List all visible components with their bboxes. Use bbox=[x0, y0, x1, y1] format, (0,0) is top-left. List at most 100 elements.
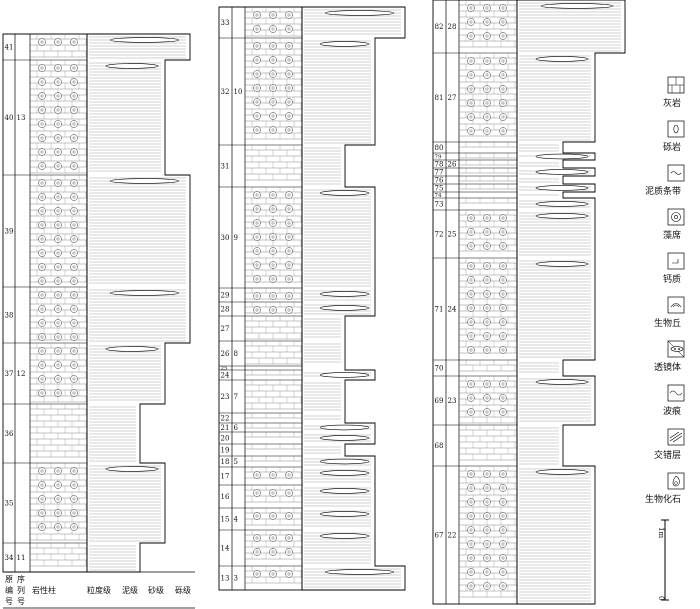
lens-body bbox=[319, 511, 370, 517]
grain-size-bar bbox=[89, 177, 186, 284]
limestone-pattern bbox=[245, 485, 302, 503]
lens-body bbox=[109, 178, 180, 184]
scale-bar: 1m 0 bbox=[657, 519, 669, 601]
limestone-pattern bbox=[459, 376, 517, 424]
lens-body bbox=[324, 569, 395, 575]
bed-sequence-number: 4 bbox=[234, 515, 239, 523]
bed-original-number: 29 bbox=[221, 291, 230, 299]
bed-original-number: 40 bbox=[5, 114, 14, 122]
grain-size-bar bbox=[304, 382, 341, 411]
lens-body bbox=[535, 169, 589, 175]
limestone-pattern bbox=[245, 444, 302, 450]
limestone-pattern bbox=[245, 187, 302, 283]
legend-label: 交错层 bbox=[654, 449, 681, 461]
legend-item: 交错层 bbox=[654, 428, 685, 461]
bed-original-number: 37 bbox=[5, 370, 14, 378]
grain-size-bar bbox=[519, 260, 591, 358]
limestone-pattern bbox=[245, 423, 302, 429]
bed-original-number: 79 bbox=[435, 154, 442, 160]
limestone-pattern bbox=[245, 288, 302, 300]
grain-size-bar bbox=[519, 178, 559, 183]
grain-size-bar bbox=[519, 427, 559, 465]
bed-original-number: 80 bbox=[435, 144, 444, 152]
bed-original-number: 78 bbox=[435, 160, 444, 168]
bed-sequence-number: 5 bbox=[234, 458, 238, 466]
bed-original-number: 81 bbox=[435, 94, 444, 102]
grain-size-bar bbox=[89, 545, 136, 571]
bed-original-number: 41 bbox=[5, 43, 14, 51]
limestone-pattern bbox=[30, 543, 87, 567]
limestone-pattern bbox=[245, 530, 302, 560]
lens-body bbox=[319, 488, 370, 494]
lens-body bbox=[319, 435, 370, 441]
bed-sequence-number: 26 bbox=[448, 160, 457, 168]
legend-label: 砾岩 bbox=[663, 141, 681, 153]
bed-original-number: 24 bbox=[221, 371, 230, 379]
header-mud-grade: 泥级 bbox=[122, 585, 138, 595]
legend-item: 透镜体 bbox=[654, 340, 685, 373]
limestone-pattern bbox=[459, 0, 517, 48]
legend-label: 钙质 bbox=[663, 273, 681, 285]
bed-sequence-number: 7 bbox=[234, 393, 238, 401]
lens-body bbox=[105, 63, 159, 69]
limestone-pattern bbox=[459, 198, 517, 204]
grain-size-profile bbox=[86, 33, 191, 573]
lens-body bbox=[535, 153, 589, 160]
lens-body bbox=[319, 533, 370, 539]
bed-original-number: 32 bbox=[221, 88, 230, 96]
bed-original-number: 39 bbox=[5, 227, 14, 235]
lens-icon bbox=[667, 340, 685, 358]
bed-original-number: 68 bbox=[435, 442, 444, 450]
bed-original-number: 73 bbox=[435, 200, 444, 208]
grain-size-bar bbox=[304, 147, 341, 185]
bed-sequence-number: 27 bbox=[448, 94, 457, 102]
limestone-pattern bbox=[459, 142, 517, 148]
limestone-pattern bbox=[30, 175, 87, 285]
limestone-pattern bbox=[459, 184, 517, 190]
limestone-pattern bbox=[459, 210, 517, 252]
bed-sequence-number: 8 bbox=[234, 350, 238, 358]
grain-size-bar bbox=[304, 318, 341, 338]
limestone-pattern bbox=[245, 508, 302, 526]
legend-label: 灰岩 bbox=[663, 97, 681, 109]
lens-body bbox=[319, 190, 370, 196]
bed-original-number: 76 bbox=[435, 176, 444, 184]
grain-size-bar bbox=[519, 55, 591, 141]
header-sand-grade: 砂级 bbox=[148, 585, 164, 595]
bed-original-number: 34 bbox=[5, 554, 14, 562]
header-gravel-grade: 砾级 bbox=[175, 585, 191, 595]
bed-original-number: 82 bbox=[435, 23, 444, 31]
header-sequence-number-2: 列 bbox=[17, 585, 25, 595]
bed-original-number: 16 bbox=[221, 493, 230, 501]
bed-original-number: 17 bbox=[221, 472, 230, 480]
grain-size-bar bbox=[519, 144, 559, 152]
limestone-pattern bbox=[245, 413, 302, 419]
limestone-pattern bbox=[245, 467, 302, 479]
bed-original-number: 22 bbox=[221, 414, 230, 422]
lens-body bbox=[535, 469, 589, 475]
legend-item: 波痕 bbox=[663, 384, 685, 417]
legend-item: 砾岩 bbox=[663, 120, 685, 153]
lens-body bbox=[535, 213, 589, 219]
grain-size-bar bbox=[304, 415, 341, 420]
lens-body bbox=[319, 470, 370, 476]
limestone-pattern bbox=[459, 168, 517, 174]
limestone-pattern bbox=[459, 176, 517, 182]
limestone-pattern bbox=[30, 287, 87, 341]
grain-size-bar bbox=[304, 568, 401, 588]
bed-original-number: 38 bbox=[5, 311, 14, 319]
limestone-pattern bbox=[459, 53, 517, 137]
bed-original-number: 33 bbox=[221, 19, 230, 27]
lens-body bbox=[535, 185, 589, 191]
lens-body bbox=[319, 424, 370, 431]
limestone-pattern bbox=[459, 466, 517, 598]
bed-original-number: 18 bbox=[221, 458, 230, 466]
limestone-pattern bbox=[245, 38, 302, 140]
fossil-icon bbox=[667, 472, 685, 490]
limestone-icon bbox=[667, 76, 685, 94]
header-original-number-1: 原 bbox=[5, 575, 13, 584]
grain-size-bar bbox=[519, 162, 559, 167]
bed-original-number: 23 bbox=[221, 393, 230, 401]
